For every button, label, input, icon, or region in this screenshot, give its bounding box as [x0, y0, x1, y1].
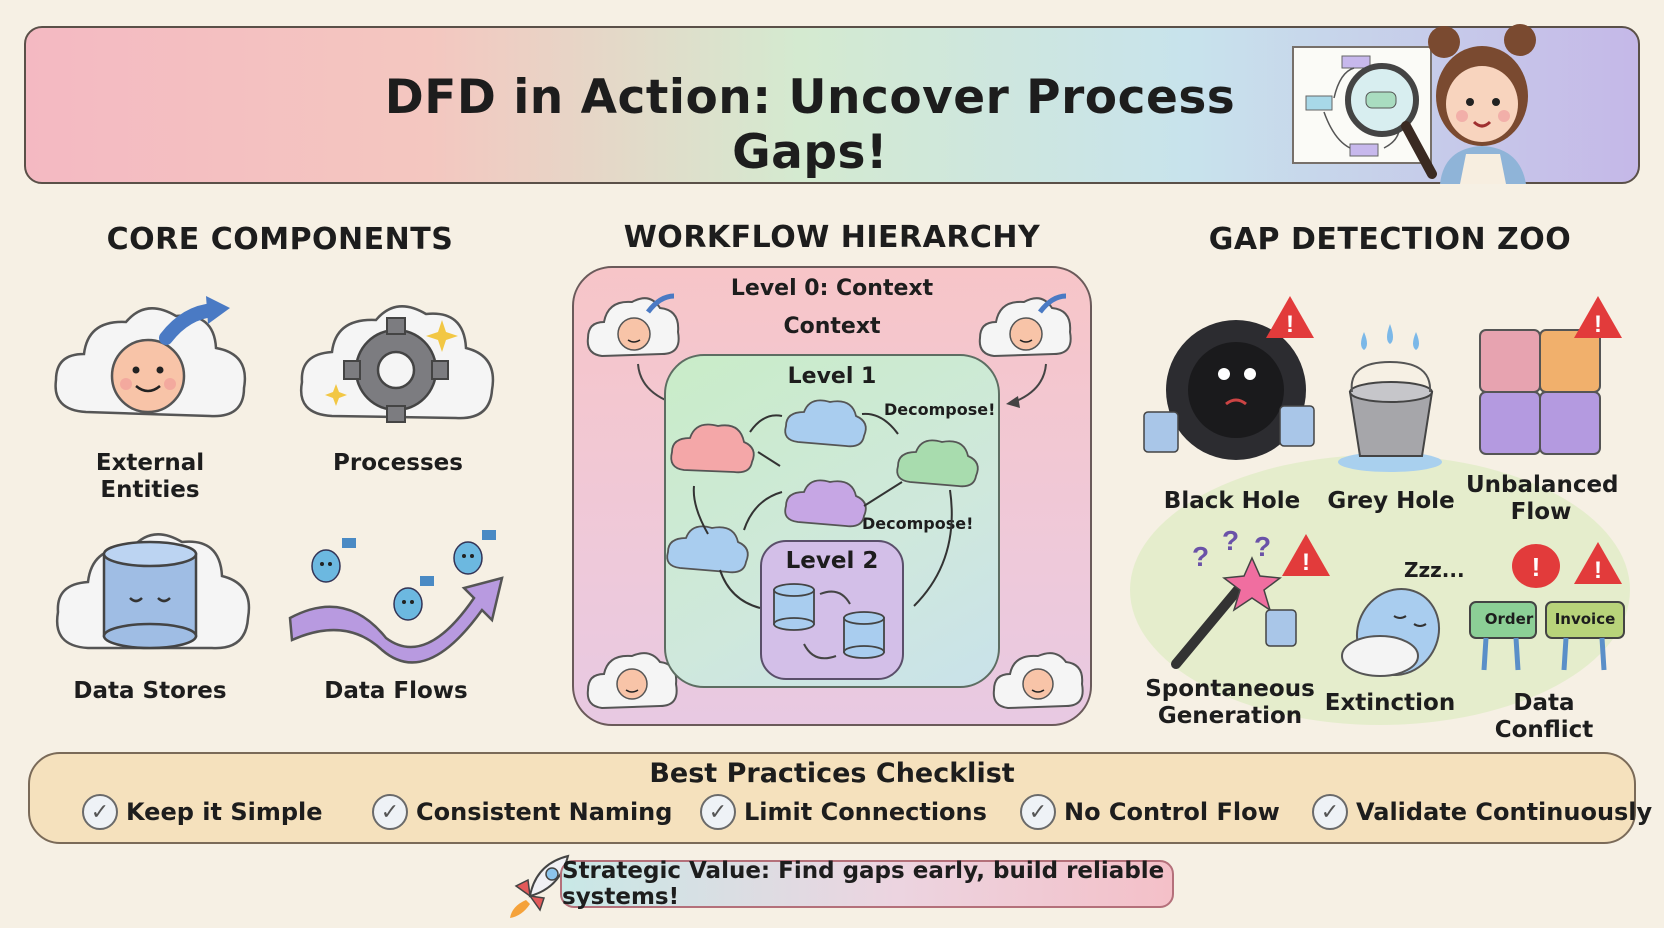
checklist-item: ✓ Keep it Simple — [82, 792, 323, 832]
level1-label: Level 1 — [787, 364, 877, 389]
checklist-item: ✓ Consistent Naming — [372, 792, 672, 832]
data-stores-label: Data Stores — [73, 678, 227, 704]
svg-text:!: ! — [1532, 552, 1541, 582]
entity-cloud-icon — [992, 652, 1084, 710]
flow-arrow-icon — [288, 530, 504, 664]
smiley-cloud-icon — [54, 296, 247, 418]
checklist-item: ✓ No Control Flow — [1020, 792, 1280, 832]
checklist-item-label: Consistent Naming — [416, 798, 673, 826]
core-components-title: CORE COMPONENTS — [106, 222, 454, 257]
strategic-value-banner: Strategic Value: Find gaps early, build … — [560, 858, 1174, 910]
check-icon: ✓ — [1312, 794, 1348, 830]
checklist-item-label: Limit Connections — [744, 798, 987, 826]
checklist-item: ✓ Validate Continuously — [1312, 792, 1652, 832]
check-icon: ✓ — [1020, 794, 1056, 830]
best-practices-checklist — [28, 752, 1636, 844]
checklist-item-label: Validate Continuously — [1356, 798, 1653, 826]
gear-cloud-icon — [299, 305, 495, 423]
magnifier-icon — [1345, 63, 1437, 179]
sleeping-egg-icon — [1341, 587, 1441, 677]
check-icon: ✓ — [700, 794, 736, 830]
bucket-icon — [1338, 324, 1442, 472]
flow-arrow-icon — [1006, 363, 1047, 408]
data-conflict-label: Data Conflict — [1494, 690, 1594, 743]
page-title: DFD in Action: Uncover Process Gaps! — [384, 70, 1236, 180]
decompose-arrows — [719, 489, 953, 609]
checklist-item: ✓ Limit Connections — [700, 792, 987, 832]
svg-text:!: ! — [1302, 549, 1310, 576]
context-label: Context — [783, 314, 881, 339]
checklist-title: Best Practices Checklist — [649, 758, 1015, 789]
entity-cloud-icon — [586, 293, 680, 358]
workflow-hierarchy-title: WORKFLOW HIERARCHY — [623, 220, 1041, 255]
checklist-item-label: No Control Flow — [1064, 798, 1280, 826]
checklist-item-label: Keep it Simple — [126, 798, 323, 826]
entity-cloud-icon — [586, 652, 678, 710]
processes-label: Processes — [333, 450, 463, 476]
invoice-label: Invoice — [1554, 610, 1616, 628]
girl-character-icon — [1428, 24, 1536, 184]
svg-text:?: ? — [1192, 541, 1209, 572]
sleep-sound-label: Zzz... — [1404, 558, 1465, 582]
black-hole-icon: ! — [1143, 296, 1315, 460]
gap-detection-zoo-title: GAP DETECTION ZOO — [1208, 222, 1572, 257]
puzzle-icon: ! — [1479, 296, 1622, 455]
level2-label: Level 2 — [785, 548, 879, 574]
order-label: Order — [1484, 610, 1534, 628]
black-hole-label: Black Hole — [1163, 488, 1301, 514]
database-cloud-icon — [55, 533, 251, 650]
level2-data-stores — [773, 583, 885, 660]
level0-label: Level 0: Context — [730, 276, 934, 301]
entity-cloud-icon — [978, 293, 1072, 358]
extinction-label: Extinction — [1324, 690, 1456, 716]
zoo-ground — [1130, 455, 1630, 725]
svg-text:!: ! — [1594, 557, 1602, 584]
check-icon: ✓ — [82, 794, 118, 830]
data-flows-label: Data Flows — [324, 678, 468, 704]
check-icon: ✓ — [372, 794, 408, 830]
svg-text:?: ? — [1254, 531, 1271, 562]
magic-wand-icon: ? ? ? ! — [1171, 530, 1330, 669]
decompose-label: Decompose! — [862, 514, 974, 533]
conflict-icon: ! ! — [1469, 542, 1625, 671]
grey-hole-label: Grey Hole — [1327, 488, 1455, 514]
svg-text:!: ! — [1286, 311, 1294, 338]
svg-text:!: ! — [1594, 311, 1602, 338]
rocket-icon — [510, 854, 570, 918]
decompose-label: Decompose! — [884, 400, 996, 419]
svg-text:?: ? — [1222, 530, 1239, 556]
level1-process-clouds — [666, 399, 979, 574]
